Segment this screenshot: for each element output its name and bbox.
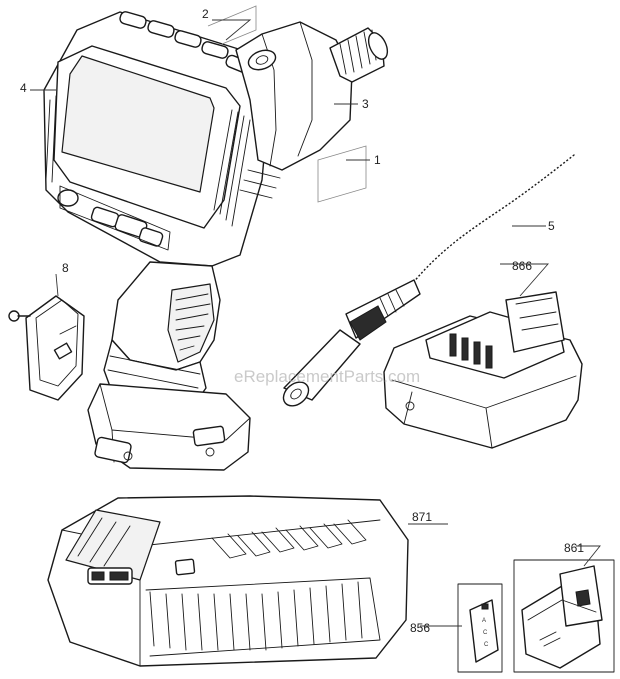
acc-letter: C	[483, 630, 488, 636]
battery-charger	[47, 495, 409, 667]
callout-4: 4	[20, 81, 27, 95]
handle-grip	[167, 283, 215, 363]
callout-leaders	[30, 19, 601, 627]
callout-2: 2	[202, 7, 209, 21]
decal-part-1	[317, 145, 367, 203]
decal-part-2	[207, 5, 257, 45]
lcd-screen	[61, 55, 215, 193]
battery-pack	[383, 291, 583, 449]
cable-connector-nut	[329, 27, 389, 83]
camera-battery-base	[87, 383, 251, 471]
callout-1: 1	[374, 153, 381, 167]
callout-866: 866	[512, 259, 532, 273]
callout-3: 3	[362, 97, 369, 111]
callout-8: 8	[62, 261, 69, 275]
control-buttons	[57, 185, 171, 251]
inspection-camera-body	[43, 11, 389, 471]
flexible-camera-cable	[282, 153, 576, 407]
acc-letter: C	[484, 642, 489, 648]
callout-5: 5	[548, 219, 555, 233]
belt-clip-bracket	[8, 295, 85, 401]
callout-856: 856	[410, 621, 430, 635]
callout-871: 871	[412, 510, 432, 524]
watermark: eReplacementParts.com	[234, 367, 420, 386]
battery-terminals	[449, 333, 493, 369]
storage-case	[513, 559, 615, 673]
charger-vents	[211, 519, 367, 559]
callout-861: 861	[564, 541, 584, 555]
acc-letter: A	[482, 618, 486, 624]
acc-label-tag: A C C	[457, 583, 503, 673]
